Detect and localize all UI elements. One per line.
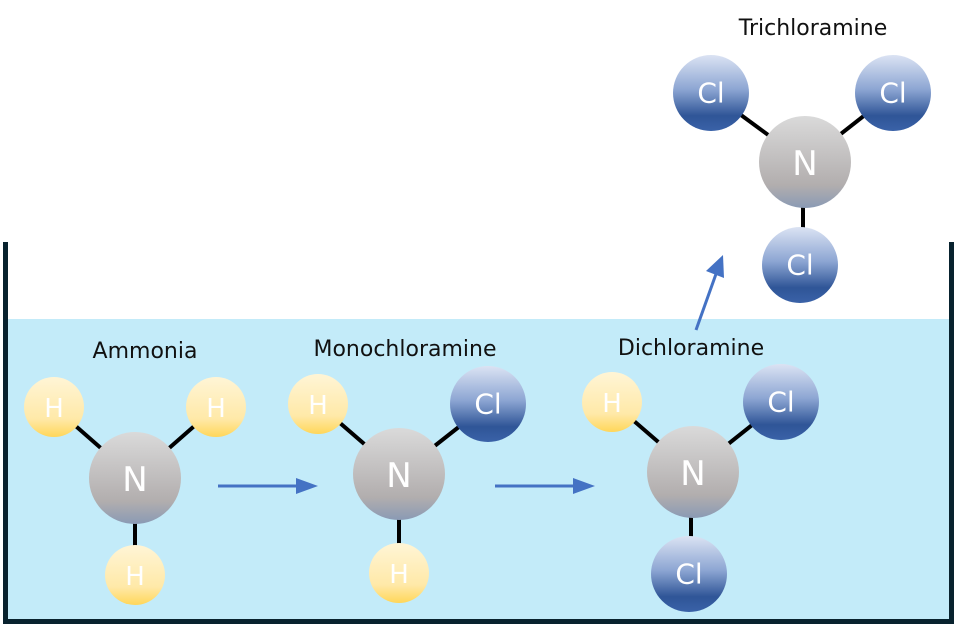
molecule-label-ammonia: Ammonia bbox=[93, 339, 198, 364]
svg-text:H: H bbox=[308, 391, 328, 421]
atom-hydrogen: H bbox=[186, 377, 246, 437]
molecule-label-dichloramine: Dichloramine bbox=[618, 336, 764, 361]
atom-chlorine: Cl bbox=[651, 536, 727, 612]
atom-chlorine: Cl bbox=[743, 364, 819, 440]
container-bottom bbox=[3, 619, 954, 624]
svg-text:N: N bbox=[792, 144, 817, 184]
reaction-arrows bbox=[218, 255, 724, 494]
svg-text:Cl: Cl bbox=[474, 388, 501, 421]
svg-text:H: H bbox=[389, 560, 409, 590]
svg-text:H: H bbox=[206, 394, 226, 424]
molecule-ammonia: Ammonia H H H N bbox=[24, 339, 246, 605]
svg-text:H: H bbox=[44, 394, 64, 424]
svg-text:Cl: Cl bbox=[786, 249, 813, 282]
molecule-label-monochloramine: Monochloramine bbox=[313, 337, 496, 362]
molecule-trichloramine: Trichloramine Cl Cl Cl N bbox=[673, 16, 931, 303]
atom-chlorine: Cl bbox=[855, 55, 931, 131]
atom-nitrogen: N bbox=[353, 428, 445, 520]
atom-hydrogen: H bbox=[582, 372, 642, 432]
atom-hydrogen: H bbox=[369, 543, 429, 603]
svg-text:Cl: Cl bbox=[767, 386, 794, 419]
svg-text:Cl: Cl bbox=[879, 77, 906, 110]
atom-chlorine: Cl bbox=[450, 366, 526, 442]
atom-nitrogen: N bbox=[89, 432, 181, 524]
svg-text:N: N bbox=[680, 454, 705, 494]
arrow-ammonia-to-monochloramine bbox=[218, 478, 318, 494]
molecule-monochloramine: Monochloramine H Cl H N bbox=[288, 337, 526, 603]
atom-hydrogen: H bbox=[105, 545, 165, 605]
svg-text:H: H bbox=[125, 562, 145, 592]
molecule-label-trichloramine: Trichloramine bbox=[738, 16, 888, 41]
container-left-wall bbox=[3, 242, 8, 624]
container-right-wall bbox=[949, 242, 954, 624]
atom-nitrogen: N bbox=[647, 426, 739, 518]
molecule-dichloramine: Dichloramine H Cl Cl N bbox=[582, 336, 819, 612]
svg-text:Cl: Cl bbox=[697, 77, 724, 110]
svg-text:N: N bbox=[122, 460, 147, 500]
container bbox=[3, 242, 954, 624]
atom-hydrogen: H bbox=[24, 377, 84, 437]
atom-nitrogen: N bbox=[759, 116, 851, 208]
arrow-dichloramine-to-trichloramine bbox=[694, 255, 724, 331]
atom-hydrogen: H bbox=[288, 374, 348, 434]
atom-chlorine: Cl bbox=[762, 227, 838, 303]
svg-text:N: N bbox=[386, 456, 411, 496]
arrow-monochloramine-to-dichloramine bbox=[495, 478, 595, 494]
svg-text:Cl: Cl bbox=[675, 558, 702, 591]
atom-chlorine: Cl bbox=[673, 55, 749, 131]
svg-text:H: H bbox=[602, 389, 622, 419]
